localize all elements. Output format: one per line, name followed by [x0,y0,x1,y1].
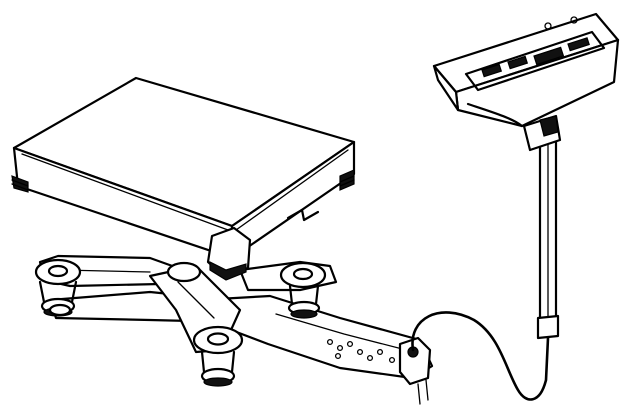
connection-cable [411,311,550,401]
foot-front-left [192,325,244,387]
indicator-led [567,37,590,52]
indicator-led [481,63,503,78]
indicator-dot [544,22,552,30]
indicator-led [507,55,529,70]
display-indicator [432,12,620,128]
weight-readout [533,46,565,66]
arm-bolt-pattern [326,338,396,364]
foot-rear-right [279,261,327,319]
display-column [522,114,562,340]
weighing-platter [11,76,356,281]
junction-box [398,336,432,405]
base-frame [34,254,434,387]
indicator-dot [570,16,578,24]
foot-left-outer [48,303,72,317]
